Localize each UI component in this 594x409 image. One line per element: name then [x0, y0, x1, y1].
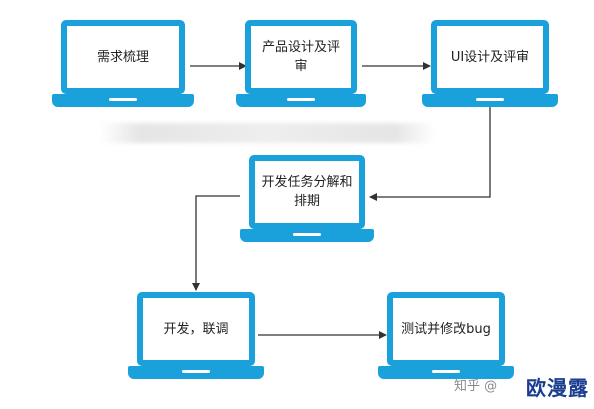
node-label: 开发，联调 [163, 321, 229, 337]
laptop-base [240, 229, 374, 242]
laptop-base [236, 94, 366, 107]
laptop-base [422, 94, 558, 107]
watermark-source: 知乎 @ [454, 379, 498, 394]
node-label: 需求梳理 [96, 49, 149, 65]
laptop-base [52, 94, 194, 107]
node-label: UI设计及评审 [450, 49, 530, 65]
blurred-caption [100, 123, 435, 143]
laptop-base [378, 366, 514, 379]
node-label: 开发任务分解和排期 [261, 175, 353, 209]
arrow-ui-to-devplan [369, 107, 491, 201]
watermark-brand: 欧漫露 [526, 376, 589, 400]
node-product-design: 产品设计及评审 [236, 20, 366, 107]
laptop-base [128, 366, 264, 379]
node-ui-design: UI设计及评审 [422, 20, 558, 107]
node-label: 测试并修改bug [401, 321, 491, 337]
node-dev-planning: 开发任务分解和排期 [240, 155, 374, 242]
arrow-devplan-to-dev [192, 195, 240, 291]
node-testing: 测试并修改bug [378, 292, 514, 379]
node-label: 产品设计及评审 [261, 40, 340, 74]
node-requirements: 需求梳理 [52, 20, 194, 107]
node-development: 开发，联调 [128, 292, 264, 379]
